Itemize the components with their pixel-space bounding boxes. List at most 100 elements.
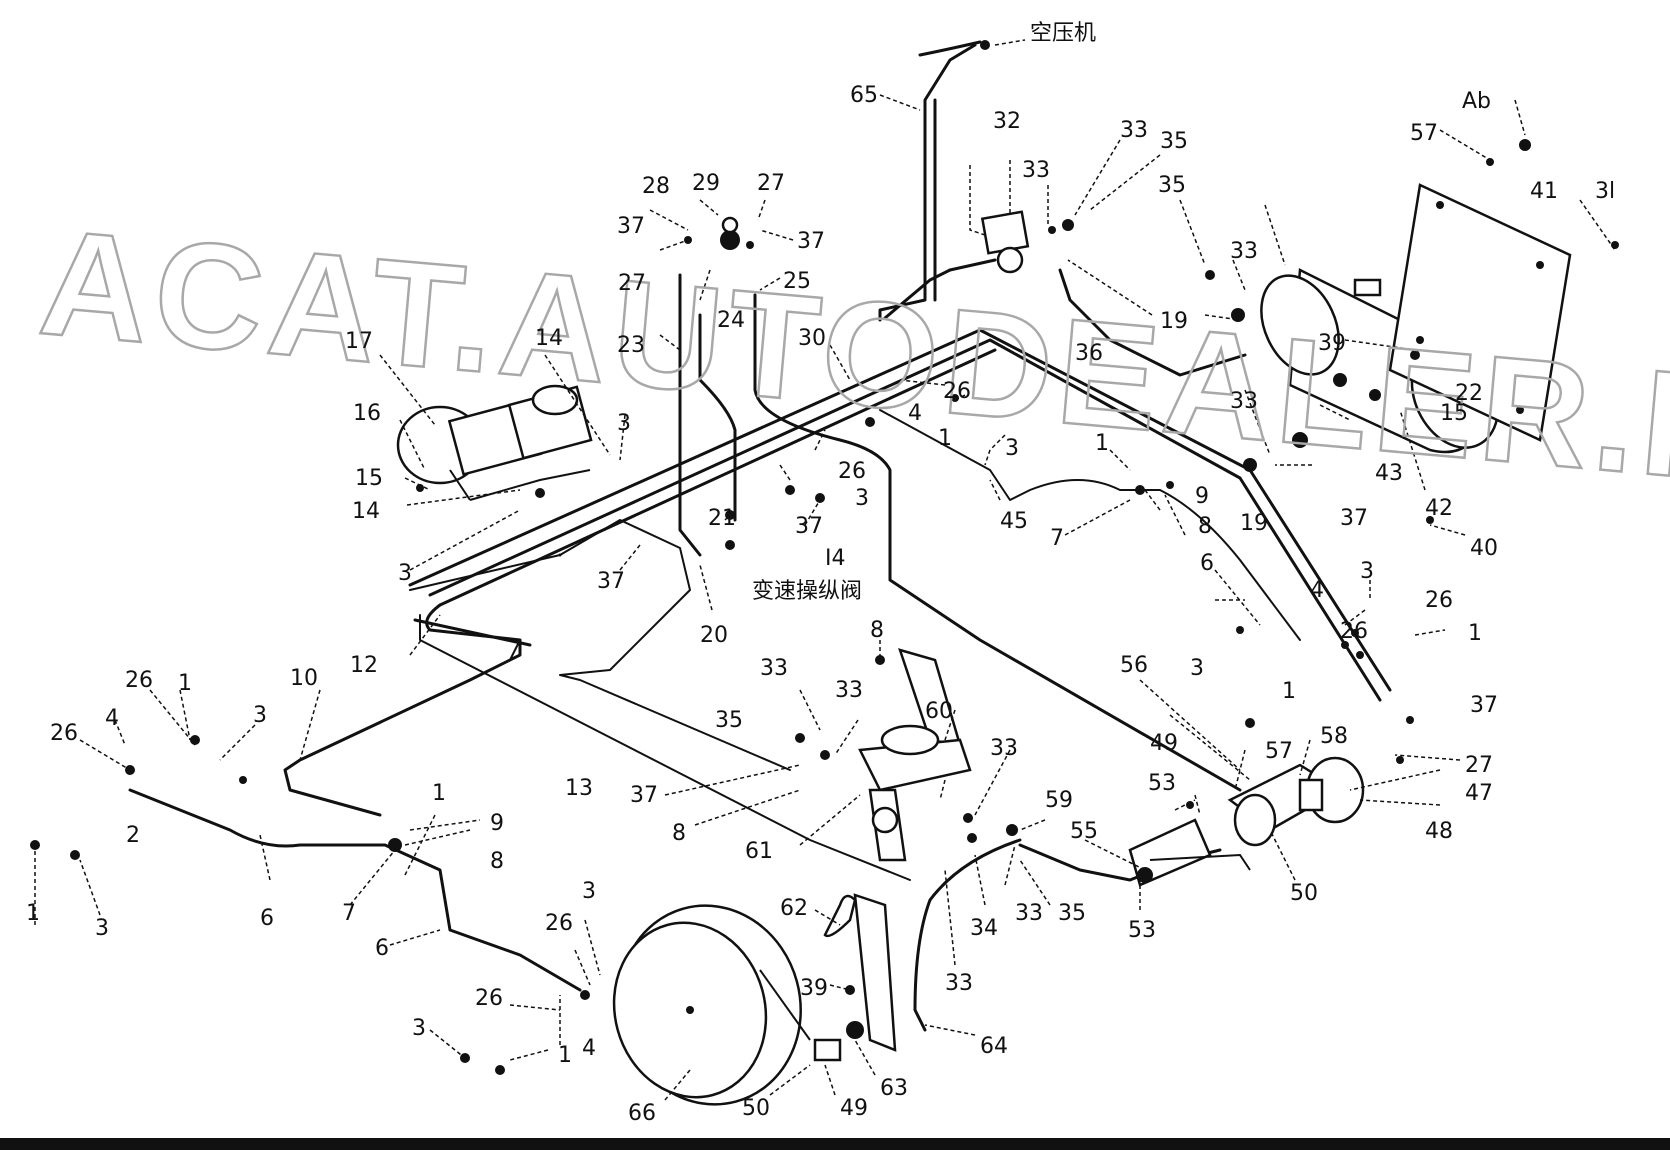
callout: 28 [642, 174, 670, 199]
callout: 8 [490, 849, 504, 874]
callout: 43 [1375, 461, 1403, 486]
callout: 63 [880, 1076, 908, 1101]
callout: 47 [1465, 781, 1493, 806]
callout: 33 [760, 656, 788, 681]
callout: 7 [1050, 526, 1064, 551]
callout: 50 [742, 1096, 770, 1121]
callout: 33 [1022, 158, 1050, 183]
callout: 1 [26, 901, 40, 926]
callout: 36 [1075, 341, 1103, 366]
callout: 24 [717, 308, 745, 333]
callout: 26 [943, 379, 971, 404]
callout: 26 [125, 668, 153, 693]
callout: 42 [1425, 496, 1453, 521]
callout: 33 [945, 971, 973, 996]
bracket-lever [813, 893, 897, 1062]
callout: 41 [1530, 179, 1558, 204]
callout: 1 [178, 671, 192, 696]
callout: 15 [355, 466, 383, 491]
callout: 50 [1290, 881, 1318, 906]
callout: 3 [582, 879, 596, 904]
callout: 6 [260, 906, 274, 931]
compressor-lever [883, 258, 997, 320]
callout: 22 [1455, 381, 1483, 406]
callout: 27 [757, 171, 785, 196]
callout: 48 [1425, 819, 1453, 844]
callout: 45 [1000, 509, 1028, 534]
callout: 26 [1425, 588, 1453, 613]
callout: 3 [855, 486, 869, 511]
callout: 3 [412, 1016, 426, 1041]
callout: 57 [1410, 121, 1438, 146]
callout: 35 [1058, 901, 1086, 926]
callout: 10 [290, 666, 318, 691]
callout: 26 [475, 986, 503, 1011]
callout: 19 [1160, 309, 1188, 334]
callout: 35 [1158, 173, 1186, 198]
callout: 14 [535, 326, 563, 351]
callout: 49 [1150, 731, 1178, 756]
callout: 37 [1340, 506, 1368, 531]
callout: 32 [993, 109, 1021, 134]
callout: 26 [838, 459, 866, 484]
callout: 53 [1128, 918, 1156, 943]
callout: 6 [1200, 551, 1214, 576]
label-shift-control-valve: 变速操纵阀 [752, 579, 862, 604]
callout: 3 [95, 916, 109, 941]
callout: 16 [353, 401, 381, 426]
callout: 61 [745, 839, 773, 864]
pipe-network [128, 40, 1392, 1032]
callout: 53 [1148, 771, 1176, 796]
callout: 3l [1595, 179, 1615, 204]
callout: 37 [1470, 693, 1498, 718]
callout: 57 [1265, 739, 1293, 764]
callout: 26 [1340, 619, 1368, 644]
callout: 27 [618, 271, 646, 296]
bottom-frame-bar [0, 1138, 1670, 1150]
callout: 65 [850, 83, 878, 108]
callout-labels: 65 32 33 35 33 35 33 19 36 Ab 57 41 3l 3… [26, 83, 1615, 1126]
callout: 37 [795, 514, 823, 539]
brake-chamber-right [1227, 756, 1365, 847]
callout: 33 [835, 678, 863, 703]
callout: 27 [1465, 753, 1493, 778]
callout: 17 [345, 329, 373, 354]
callout: Ab [1462, 89, 1491, 114]
callout: 2 [126, 823, 140, 848]
callout: 3 [253, 703, 267, 728]
brake-pedal-valve [858, 648, 972, 862]
callout: 13 [565, 776, 593, 801]
callout: 4 [582, 1036, 596, 1061]
callout: 55 [1070, 819, 1098, 844]
callout: 33 [990, 736, 1018, 761]
callout: 33 [1015, 901, 1043, 926]
callout: 1 [558, 1043, 572, 1068]
callout: 8 [870, 618, 884, 643]
callout: 1 [1468, 621, 1482, 646]
callout: 23 [617, 333, 645, 358]
callout: 39 [800, 976, 828, 1001]
callout: 26 [50, 721, 78, 746]
callout: 37 [617, 214, 645, 239]
callout: 30 [798, 326, 826, 351]
bracket-53 [1128, 818, 1251, 887]
brake-booster-assembly [396, 384, 593, 501]
callout: 14 [352, 499, 380, 524]
callout: 3 [1360, 559, 1374, 584]
callout: 60 [925, 699, 953, 724]
fittings [30, 40, 1619, 1075]
callout: 19 [1240, 511, 1268, 536]
callout: I4 [825, 546, 846, 571]
callout: 21 [708, 506, 736, 531]
callout: 37 [597, 569, 625, 594]
mounting-plate [1388, 183, 1572, 442]
callout: 59 [1045, 788, 1073, 813]
callout: 40 [1470, 536, 1498, 561]
wheel-drum [612, 904, 811, 1106]
callout: 64 [980, 1034, 1008, 1059]
leader-lines [34, 39, 1616, 1101]
callout: 3 [1005, 436, 1019, 461]
callout: 39 [1318, 331, 1346, 356]
label-compressor: 空压机 [1030, 21, 1096, 46]
